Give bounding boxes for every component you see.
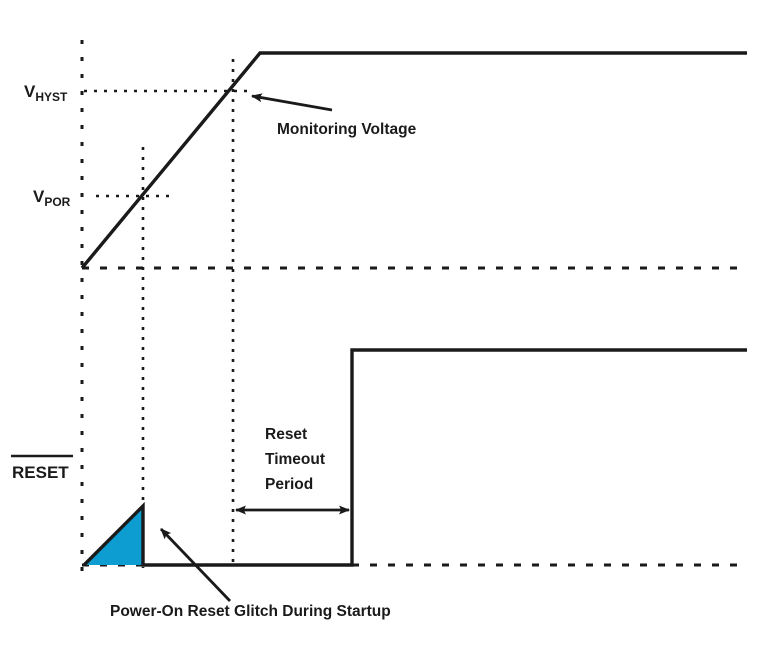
label-vpor: VPOR (33, 187, 71, 209)
annotation-group: Monitoring Voltage Reset Timeout Period … (110, 121, 417, 620)
annotation-reset-timeout-line2: Timeout (265, 451, 325, 468)
monitoring-voltage-waveform (80, 51, 747, 270)
axis-label-group: VHYST VPOR RESET (11, 82, 73, 482)
annotation-monitoring-voltage: Monitoring Voltage (277, 121, 417, 138)
annotation-glitch-caption: Power-On Reset Glitch During Startup (110, 603, 391, 620)
reset-waveform (82, 348, 747, 567)
annotation-reset-timeout-line1: Reset (265, 426, 307, 443)
monitoring-voltage-leader-line (251, 93, 333, 112)
time-marker-group (80, 40, 235, 582)
glitch-leader-line (159, 528, 232, 602)
reset-signal-trace (82, 348, 747, 567)
annotation-reset-timeout-line3: Period (265, 476, 313, 493)
leader-line-group (159, 93, 333, 602)
label-reset-signal: RESET (11, 454, 73, 482)
monitoring-voltage-trace (80, 51, 747, 270)
label-vhyst: VHYST (24, 82, 68, 104)
label-reset-text: RESET (12, 463, 69, 482)
reference-level-group (82, 89, 747, 567)
